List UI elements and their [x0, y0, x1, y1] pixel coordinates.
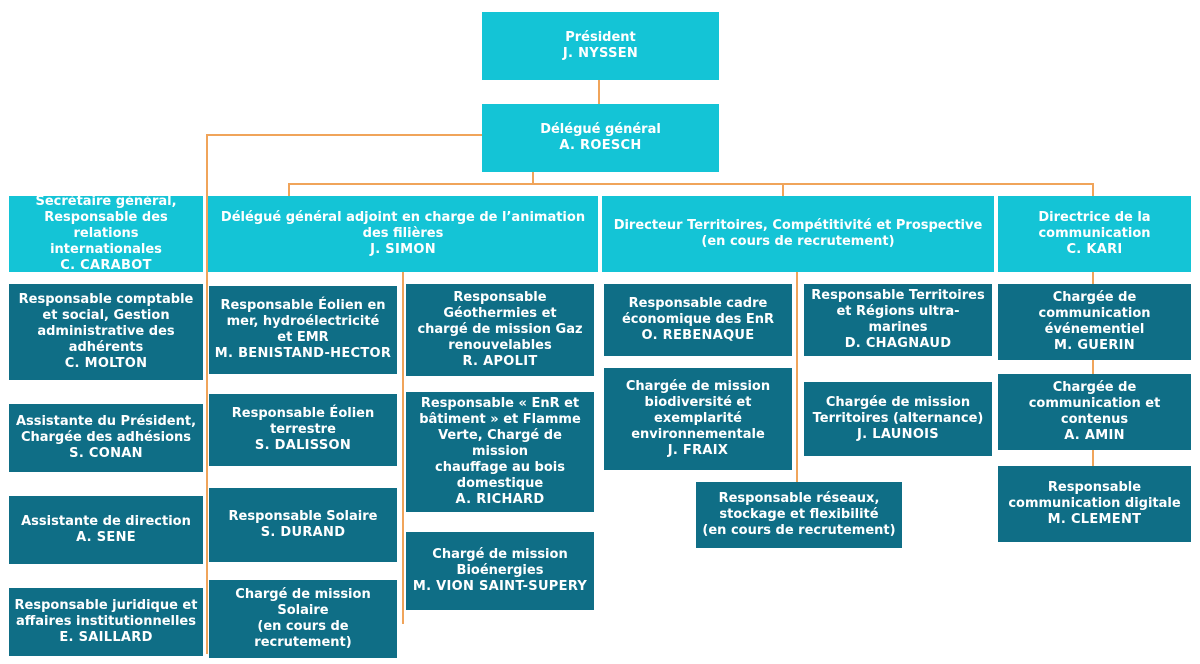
secretaire-general-box: Secrétaire général, Responsable des rela…	[9, 194, 203, 273]
staff-name: A. AMIN	[1064, 428, 1125, 443]
staff-box-reseaux-stockage: Responsable réseaux, stockage et flexibi…	[696, 482, 902, 548]
staff-box-sene: Assistante de direction A. SENE	[9, 496, 203, 564]
staff-title: Responsable réseaux, stockage et flexibi…	[702, 491, 896, 538]
staff-title: Responsable comptable et social, Gestion…	[18, 292, 194, 355]
staff-title: Responsable « EnR et bâtiment » et Flamm…	[419, 396, 581, 491]
secretaire-name: C. CARABOT	[60, 258, 152, 273]
staff-title: Responsable communication digitale	[1008, 480, 1181, 511]
staff-name: S. CONAN	[69, 446, 143, 461]
president-box: Président J. NYSSEN	[482, 12, 719, 80]
staff-title: Chargée de mission biodiversité et exemp…	[625, 379, 771, 442]
staff-title: Chargé de mission Solaire (en cours de r…	[235, 587, 371, 650]
connector-line	[796, 272, 798, 482]
connector-line	[532, 172, 534, 184]
staff-box-durand: Responsable Solaire S. DURAND	[209, 488, 397, 562]
secretaire-title: Secrétaire général, Responsable des rela…	[35, 194, 177, 257]
staff-box-chagnaud: Responsable Territoires et Régions ultra…	[804, 284, 992, 356]
staff-name: J. LAUNOIS	[857, 427, 939, 442]
staff-box-molton: Responsable comptable et social, Gestion…	[9, 284, 203, 380]
staff-box-guerin: Chargée de communication événementiel M.…	[998, 284, 1191, 360]
staff-name: M. CLEMENT	[1047, 512, 1142, 527]
staff-title: Responsable Géothermies et chargé de mis…	[417, 290, 583, 353]
directrice-communication-title: Directrice de la communication	[1038, 210, 1151, 241]
connector-line	[288, 183, 290, 197]
staff-title: Assistante du Président, Chargée des adh…	[15, 414, 197, 445]
president-name: J. NYSSEN	[562, 46, 639, 61]
directeur-territoires-box: Directeur Territoires, Compétitivité et …	[602, 196, 994, 272]
delegue-adjoint-name: J. SIMON	[370, 242, 436, 257]
staff-name: E. SAILLARD	[59, 630, 153, 645]
staff-box-benistand-hector: Responsable Éolien en mer, hydroélectric…	[209, 286, 397, 374]
staff-name: M. BENISTAND-HECTOR	[214, 346, 392, 361]
connector-line	[402, 272, 404, 624]
connector-line	[206, 134, 482, 136]
staff-box-conan: Assistante du Président, Chargée des adh…	[9, 404, 203, 472]
connector-line	[782, 183, 784, 197]
staff-name: R. APOLIT	[462, 354, 538, 369]
connector-line	[288, 183, 1094, 185]
staff-box-richard: Responsable « EnR et bâtiment » et Flamm…	[406, 392, 594, 512]
staff-box-fraix: Chargée de mission biodiversité et exemp…	[604, 368, 792, 470]
staff-title: Chargée de communication et contenus	[1028, 380, 1161, 427]
directeur-territoires-title: Directeur Territoires, Compétitivité et …	[613, 218, 983, 249]
staff-title: Chargée de mission Territoires (alternan…	[812, 395, 984, 426]
president-title: Président	[565, 30, 636, 45]
connector-line	[1092, 183, 1094, 197]
staff-name: M. VION SAINT-SUPERY	[412, 579, 588, 594]
delegue-general-name: A. ROESCH	[559, 138, 642, 153]
staff-box-rebenaque: Responsable cadre économique des EnR O. …	[604, 284, 792, 356]
staff-title: Responsable Solaire	[228, 509, 378, 524]
staff-name: A. SENE	[76, 530, 136, 545]
staff-title: Responsable Éolien terrestre	[231, 406, 375, 437]
staff-name: D. CHAGNAUD	[844, 336, 952, 351]
staff-title: Responsable Éolien en mer, hydroélectric…	[220, 298, 386, 345]
staff-box-clement: Responsable communication digitale M. CL…	[998, 466, 1191, 542]
delegue-general-title: Délégué général	[540, 122, 661, 137]
staff-name: M. GUERIN	[1054, 338, 1135, 353]
staff-box-vion-saint-supery: Chargé de mission Bioénergies M. VION SA…	[406, 532, 594, 610]
staff-name: S. DALISSON	[254, 438, 352, 453]
staff-title: Responsable juridique et affaires instit…	[14, 598, 198, 629]
staff-box-launois: Chargée de mission Territoires (alternan…	[804, 382, 992, 456]
delegue-adjoint-box: Délégué général adjoint en charge de l’a…	[208, 196, 598, 272]
staff-box-amin: Chargée de communication et contenus A. …	[998, 374, 1191, 450]
staff-title: Assistante de direction	[21, 514, 191, 529]
staff-box-charge-solaire: Chargé de mission Solaire (en cours de r…	[209, 580, 397, 658]
staff-name: C. MOLTON	[64, 356, 148, 371]
delegue-adjoint-title: Délégué général adjoint en charge de l’a…	[220, 210, 586, 241]
connector-line	[598, 80, 600, 104]
staff-title: Responsable cadre économique des EnR	[621, 296, 775, 327]
delegue-general-box: Délégué général A. ROESCH	[482, 104, 719, 172]
staff-box-apolit: Responsable Géothermies et chargé de mis…	[406, 284, 594, 376]
staff-title: Chargée de communication événementiel	[1038, 290, 1151, 337]
staff-title: Responsable Territoires et Régions ultra…	[811, 288, 985, 335]
connector-line	[206, 134, 208, 654]
staff-box-dalisson: Responsable Éolien terrestre S. DALISSON	[209, 394, 397, 466]
directrice-communication-name: C. KARI	[1066, 242, 1123, 257]
directrice-communication-box: Directrice de la communication C. KARI	[998, 196, 1191, 272]
staff-name: S. DURAND	[260, 525, 346, 540]
staff-name: O. REBENAQUE	[641, 328, 755, 343]
staff-box-saillard: Responsable juridique et affaires instit…	[9, 588, 203, 656]
staff-title: Chargé de mission Bioénergies	[432, 547, 568, 578]
staff-name: A. RICHARD	[455, 492, 545, 507]
staff-name: J. FRAIX	[667, 443, 729, 458]
